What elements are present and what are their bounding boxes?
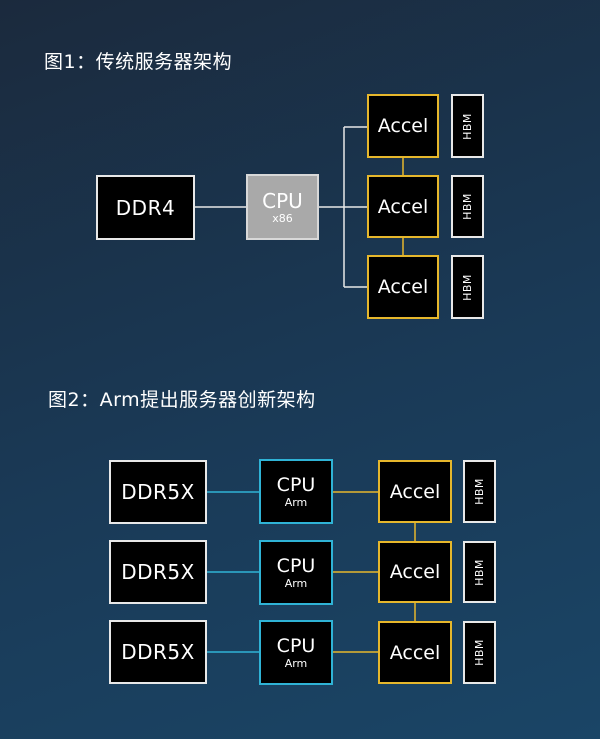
cpu-arch-label: Arm (284, 496, 308, 509)
ddr5x-label: DDR5X (121, 640, 195, 664)
fig1-hbm-box-1: HBM (451, 94, 484, 158)
ddr4-label: DDR4 (115, 195, 176, 220)
hbm-label: HBM (473, 639, 486, 666)
hbm-label: HBM (461, 193, 474, 220)
ddr5x-label: DDR5X (121, 560, 195, 584)
fig2-cpu-accel-links (333, 491, 416, 653)
ddr5x-box-2: DDR5X (109, 540, 207, 604)
cpu-arm-box-3: CPU Arm (259, 620, 333, 685)
fig2-accel-box-3: Accel (378, 621, 452, 684)
cpu-arch-label: Arm (284, 577, 308, 590)
cpu-label: CPU (262, 188, 303, 213)
fig2-ddr-cpu-links (207, 491, 259, 653)
ddr5x-box-3: DDR5X (109, 620, 207, 684)
fig2-accel-box-1: Accel (378, 460, 452, 523)
ddr5x-box-1: DDR5X (109, 460, 207, 524)
cpu-arch-label: Arm (284, 657, 308, 670)
fig1-accel-box-3: Accel (367, 255, 439, 319)
fig1-hbm-box-3: HBM (451, 255, 484, 319)
accel-label: Accel (389, 561, 441, 583)
fig1-accel-box-2: Accel (367, 175, 439, 238)
cpu-arm-box-2: CPU Arm (259, 540, 333, 605)
hbm-label: HBM (473, 558, 486, 586)
fig2-hbm-box-2: HBM (463, 541, 496, 603)
fig2-title: 图2：Arm提出服务器创新架构 (48, 389, 316, 411)
accel-label: Accel (389, 641, 441, 664)
ddr4-box: DDR4 (96, 175, 195, 240)
ddr5x-label: DDR5X (121, 480, 195, 504)
cpu-label: CPU (276, 474, 316, 496)
accel-label: Accel (377, 115, 429, 137)
hbm-label: HBM (473, 478, 486, 505)
cpu-label: CPU (276, 555, 316, 577)
fig1-title: 图1：传统服务器架构 (44, 51, 233, 73)
fig2-hbm-box-1: HBM (463, 460, 496, 523)
fig1-connectors (195, 126, 367, 288)
cpu-x86-box: CPU x86 (246, 174, 319, 240)
accel-label: Accel (377, 276, 429, 298)
accel-label: Accel (389, 480, 441, 503)
cpu-arm-box-1: CPU Arm (259, 459, 333, 524)
cpu-arch-label: x86 (272, 211, 293, 225)
fig2-hbm-box-3: HBM (463, 621, 496, 684)
fig1-hbm-box-2: HBM (451, 175, 484, 238)
fig1-accel-box-1: Accel (367, 94, 439, 158)
fig2-accel-box-2: Accel (378, 541, 452, 603)
accel-label: Accel (377, 195, 429, 218)
cpu-label: CPU (276, 635, 316, 657)
hbm-label: HBM (461, 273, 474, 301)
hbm-label: HBM (461, 112, 474, 140)
